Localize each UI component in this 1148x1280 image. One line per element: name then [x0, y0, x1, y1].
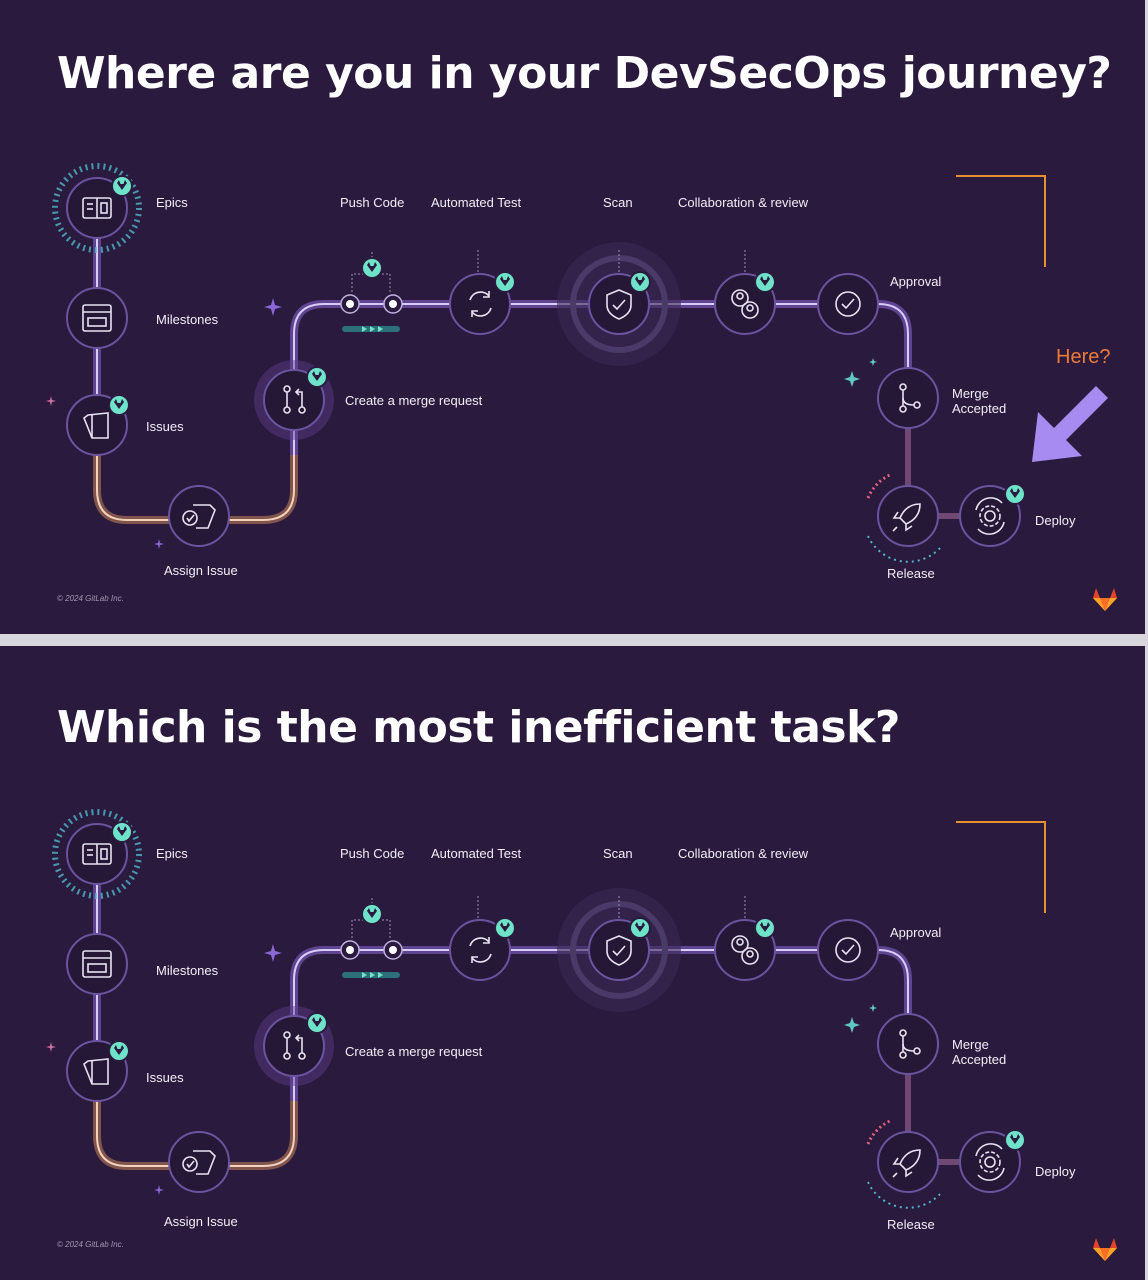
- node-deploy[interactable]: [959, 1129, 1026, 1193]
- label-deploy: Deploy: [1035, 1164, 1076, 1179]
- node-release[interactable]: [877, 485, 939, 547]
- gear-cycle-icon: [975, 497, 1005, 535]
- branch-merge-icon: [899, 383, 921, 413]
- node-create-merge-request[interactable]: [263, 366, 328, 431]
- node-scan[interactable]: [588, 271, 651, 335]
- calendar-icon: [82, 950, 112, 978]
- label-push-code: Push Code: [340, 846, 405, 861]
- node-automated-test[interactable]: [449, 271, 516, 335]
- gear-cycle-icon: [975, 1143, 1005, 1181]
- label-assign-issue: Assign Issue: [164, 563, 238, 578]
- refresh-icon: [469, 937, 492, 963]
- label-scan: Scan: [603, 846, 633, 861]
- label-create-merge-request: Create a merge request: [345, 1044, 483, 1059]
- label-assign-issue: Assign Issue: [164, 1214, 238, 1229]
- rocket-icon: [892, 503, 921, 532]
- node-merge-accepted[interactable]: [877, 367, 939, 429]
- issue-doc-icon: [83, 412, 109, 439]
- node-deploy[interactable]: [959, 483, 1026, 547]
- label-merge: Merge: [952, 386, 989, 401]
- node-approval[interactable]: [817, 273, 879, 335]
- node-create-merge-request[interactable]: [263, 1012, 328, 1077]
- merge-request-icon: [283, 1031, 306, 1060]
- issue-doc-icon: [83, 1058, 109, 1085]
- label-epics: Epics: [156, 195, 188, 210]
- label-create-merge-request: Create a merge request: [345, 393, 483, 408]
- branch-merge-icon: [899, 1029, 921, 1059]
- label-issues: Issues: [146, 1070, 184, 1085]
- slide-1: Where are you in your DevSecOps journey?: [0, 0, 1145, 634]
- copyright: © 2024 GitLab Inc.: [57, 1240, 124, 1249]
- label-merge: Merge: [952, 1037, 989, 1052]
- slide-title: Where are you in your DevSecOps journey?: [57, 48, 1112, 99]
- node-epics[interactable]: [66, 821, 133, 885]
- label-automated-test: Automated Test: [431, 846, 522, 861]
- label-release: Release: [887, 1217, 935, 1232]
- node-milestones[interactable]: [66, 933, 128, 995]
- label-milestones: Milestones: [156, 963, 219, 978]
- sparkle-icon: [264, 944, 282, 962]
- slide-title: Which is the most inefficient task?: [57, 702, 900, 753]
- node-approval[interactable]: [817, 919, 879, 981]
- check-circle-icon: [835, 937, 861, 963]
- node-collaboration-review[interactable]: [714, 271, 776, 335]
- calendar-icon: [82, 304, 112, 332]
- gitlab-logo-icon: [1093, 1238, 1117, 1261]
- here-callout: Here?: [1056, 346, 1111, 368]
- node-issues[interactable]: [66, 1040, 130, 1102]
- journey-flow: [46, 809, 1026, 1209]
- assign-check-icon: [182, 504, 216, 529]
- label-accepted: Accepted: [952, 1052, 1007, 1067]
- corner-accent: [956, 175, 1046, 267]
- label-accepted: Accepted: [952, 401, 1007, 416]
- label-epics: Epics: [156, 846, 188, 861]
- slide-2: Which is the most inefficient task?: [0, 646, 1145, 1280]
- label-collaboration-review: Collaboration & review: [678, 195, 809, 210]
- node-collaboration-review[interactable]: [714, 917, 776, 981]
- label-issues: Issues: [146, 419, 184, 434]
- check-circle-icon: [835, 291, 861, 317]
- label-approval: Approval: [890, 274, 942, 289]
- node-issues[interactable]: [66, 394, 130, 456]
- users-icon: [731, 935, 759, 965]
- book-icon: [82, 197, 112, 219]
- label-release: Release: [887, 566, 935, 581]
- node-assign-issue[interactable]: [168, 485, 230, 547]
- node-assign-issue[interactable]: [168, 1131, 230, 1193]
- label-collaboration-review: Collaboration & review: [678, 846, 809, 861]
- assign-check-icon: [182, 1150, 216, 1175]
- label-push-code: Push Code: [340, 195, 405, 210]
- label-automated-test: Automated Test: [431, 195, 522, 210]
- node-automated-test[interactable]: [449, 917, 516, 981]
- node-merge-accepted[interactable]: [877, 1013, 939, 1075]
- label-scan: Scan: [603, 195, 633, 210]
- label-deploy: Deploy: [1035, 513, 1076, 528]
- merge-request-icon: [283, 385, 306, 414]
- journey-flow: [46, 163, 1026, 563]
- shield-check-icon: [606, 289, 632, 320]
- rocket-icon: [892, 1149, 921, 1178]
- node-milestones[interactable]: [66, 287, 128, 349]
- shield-check-icon: [606, 935, 632, 966]
- label-approval: Approval: [890, 925, 942, 940]
- node-release[interactable]: [877, 1131, 939, 1193]
- book-icon: [82, 843, 112, 865]
- down-left-arrow-icon: [1032, 386, 1108, 462]
- sparkle-icon: [264, 298, 282, 316]
- users-icon: [731, 289, 759, 319]
- gitlab-logo-icon: [1093, 588, 1117, 611]
- copyright: © 2024 GitLab Inc.: [57, 594, 124, 603]
- label-milestones: Milestones: [156, 312, 219, 327]
- node-epics[interactable]: [66, 175, 133, 239]
- refresh-icon: [469, 291, 492, 317]
- node-scan[interactable]: [588, 917, 651, 981]
- corner-accent: [956, 821, 1046, 913]
